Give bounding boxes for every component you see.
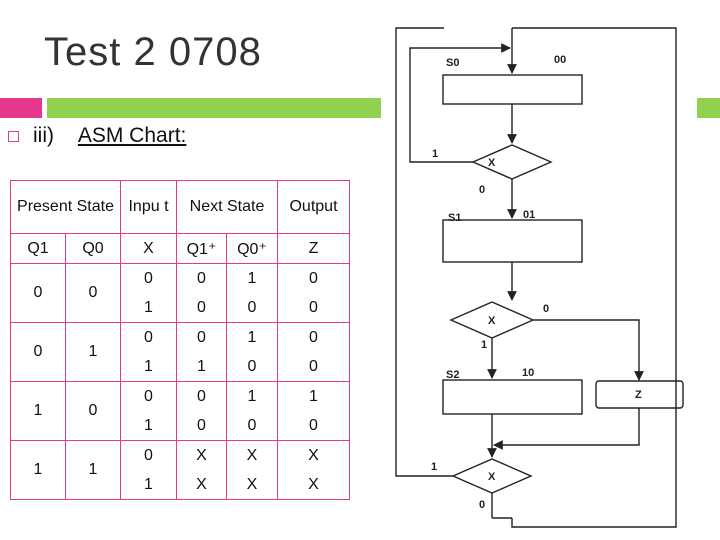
table-row: 1 0 0 0 (11, 411, 350, 441)
cell-z: 1 (277, 381, 350, 411)
cell-z: 0 (277, 293, 350, 323)
edge-label-d3-true: 1 (431, 461, 437, 473)
loop-wire-left-top (409, 43, 511, 163)
output-label-z: Z (635, 389, 642, 401)
cell-q1: 0 (10, 322, 66, 382)
cell-x: 0 (120, 322, 177, 352)
subheader-x: X (120, 233, 177, 264)
cell-q1: 1 (10, 440, 66, 500)
cell-q0-next: X (226, 470, 278, 500)
state-table: Present State Inpu t Next State Output Q… (10, 180, 350, 500)
state-box-s2 (442, 379, 583, 415)
loop-wire-left-bottom (395, 27, 453, 477)
cell-x: 0 (120, 263, 177, 293)
subtitle-label: ASM Chart: (77, 124, 187, 147)
cell-q1-next: X (176, 440, 227, 470)
state-code-s1: 01 (523, 209, 535, 221)
bullet-square-icon (8, 131, 19, 142)
cell-z: X (277, 470, 350, 500)
cell-q1-next: 0 (176, 411, 227, 441)
cell-q0-next: 1 (226, 322, 278, 352)
cell-q0: 1 (65, 440, 121, 500)
subtitle: iii) ASM Chart: (33, 124, 186, 148)
edge-label-d1-false: 0 (479, 184, 485, 196)
subheader-q0: Q0 (65, 233, 121, 264)
accent-bar-green-right (697, 98, 720, 118)
decision-diamond-3 (451, 458, 533, 494)
cell-z: 0 (277, 263, 350, 293)
edge-label-d1-true: 1 (432, 148, 438, 160)
cell-x: 1 (120, 352, 177, 382)
edge-label-d2-true: 1 (481, 339, 487, 351)
cell-z: 0 (277, 322, 350, 352)
cell-q1-next: 1 (176, 352, 227, 382)
table-row: 1 X X X (11, 470, 350, 500)
accent-bar-green (47, 98, 381, 118)
cell-q1-next: 0 (176, 381, 227, 411)
cell-x: 1 (120, 293, 177, 323)
cell-z: 0 (277, 411, 350, 441)
cell-q0: 0 (65, 263, 121, 323)
cell-q0-next: 0 (226, 411, 278, 441)
cell-q0-next: 1 (226, 263, 278, 293)
cell-q1-next: 0 (176, 263, 227, 293)
cell-x: 0 (120, 440, 177, 470)
cell-q0-next: 0 (226, 352, 278, 382)
subheader-q1-next: Q1⁺ (176, 233, 227, 264)
table-row: 1 0 0 0 (11, 293, 350, 323)
cell-q1-next: 0 (176, 322, 227, 352)
table-row: 1 1 0 0 (11, 352, 350, 382)
cell-q0-next: 1 (226, 381, 278, 411)
page-title: Test 2 0708 (44, 30, 262, 74)
cell-q0-next: 0 (226, 293, 278, 323)
table-row: 1 0 0 0 1 1 (10, 381, 350, 441)
asm-chart: S0 00 S1 01 S2 10 X X X Z 1 0 0 1 1 0 (395, 27, 684, 528)
edge-label-d2-false: 0 (543, 303, 549, 315)
state-box-s1 (442, 219, 583, 263)
arrow-z-join (493, 408, 640, 450)
subheader-q1: Q1 (10, 233, 66, 264)
cell-x: 1 (120, 470, 177, 500)
state-name-s1: S1 (448, 212, 461, 224)
cell-q0: 1 (65, 322, 121, 382)
state-box-s0 (442, 74, 583, 105)
subtitle-prefix: iii) (33, 124, 54, 147)
table-row: 1 1 0 X X X (10, 440, 350, 500)
accent-bar-pink (0, 98, 42, 118)
state-name-s2: S2 (446, 369, 459, 381)
cell-q0-next: X (226, 440, 278, 470)
table-row: 0 1 0 0 1 0 (10, 322, 350, 382)
edge-label-d3-false: 0 (479, 499, 485, 511)
cell-z: X (277, 440, 350, 470)
header-output: Output (277, 180, 350, 234)
header-input: Inpu t (120, 180, 177, 234)
decision-var-3: X (488, 471, 496, 483)
arrow-d2-z (533, 319, 644, 381)
state-name-s0: S0 (446, 57, 459, 69)
cell-z: 0 (277, 352, 350, 382)
decision-var-1: X (488, 157, 496, 169)
state-code-s0: 00 (554, 54, 566, 66)
table-row: 0 0 0 0 1 0 (10, 263, 350, 323)
cell-q0: 0 (65, 381, 121, 441)
cell-q1: 1 (10, 381, 66, 441)
decision-diamond-1 (471, 144, 553, 180)
cell-x: 1 (120, 411, 177, 441)
header-next-state: Next State (176, 180, 278, 234)
loop-wire-right (511, 27, 677, 528)
cell-x: 0 (120, 381, 177, 411)
cell-q1-next: X (176, 470, 227, 500)
decision-var-2: X (488, 315, 496, 327)
cell-q1: 0 (10, 263, 66, 323)
subheader-z: Z (277, 233, 350, 264)
cell-q1-next: 0 (176, 293, 227, 323)
header-present-state: Present State (10, 180, 121, 234)
state-code-s2: 10 (522, 367, 534, 379)
subheader-q0-next: Q0⁺ (226, 233, 278, 264)
